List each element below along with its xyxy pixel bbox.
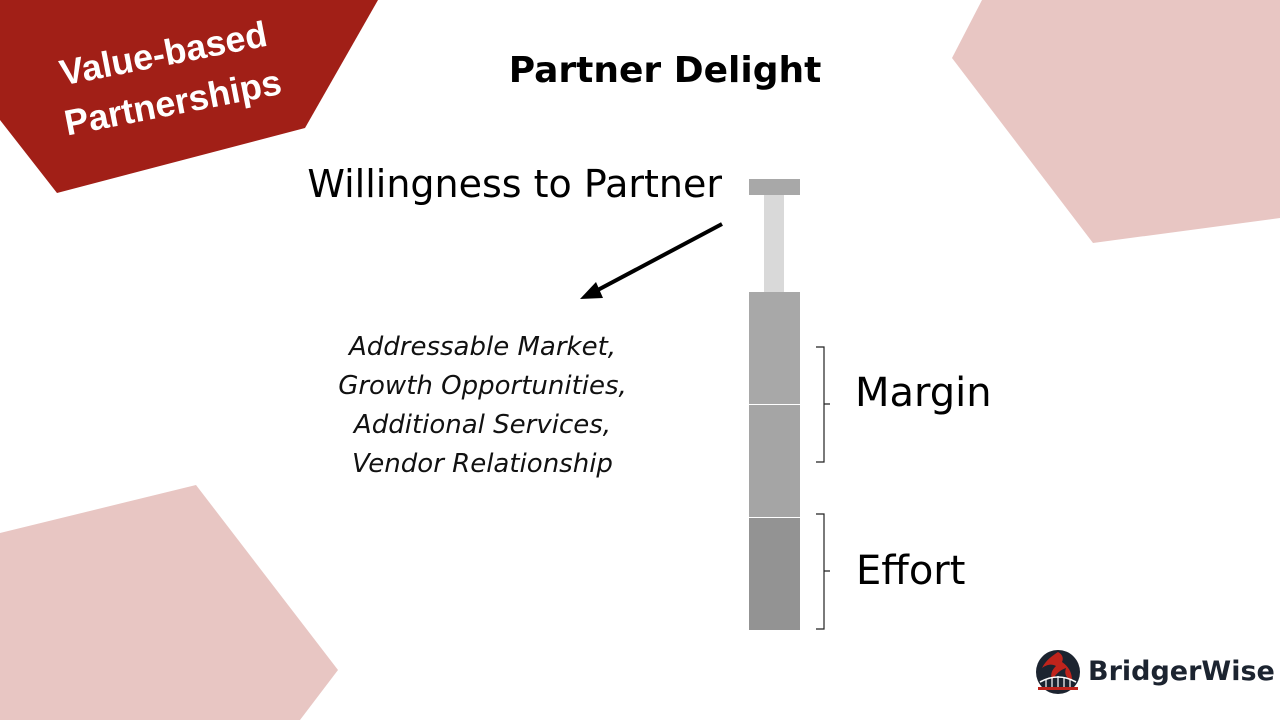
- banner-shape: [0, 0, 378, 193]
- stack-cap: [749, 179, 800, 195]
- bottom-left-pink-shape: [0, 485, 338, 720]
- factor-item: Additional Services,: [353, 410, 612, 440]
- stack-segment-effort: [749, 518, 800, 630]
- stack-segment-top: [749, 292, 800, 404]
- factor-item: Addressable Market,: [348, 332, 617, 362]
- effort-label: Effort: [856, 548, 966, 594]
- page-title: Partner Delight: [508, 50, 822, 91]
- factor-item: Growth Opportunities,: [338, 371, 627, 401]
- stack-segment-margin: [749, 405, 800, 517]
- logo-wordmark: BridgerWise: [1088, 656, 1275, 687]
- willingness-to-partner-label: Willingness to Partner: [307, 162, 722, 206]
- factor-item: Vendor Relationship: [352, 449, 613, 479]
- stack-stem: [764, 195, 784, 292]
- top-right-pink-shape: [952, 0, 1280, 243]
- margin-label: Margin: [855, 370, 992, 416]
- phoenix-bridge-logo-icon: [1036, 650, 1080, 694]
- willingness-factors-list: Addressable Market, Growth Opportunities…: [310, 328, 655, 484]
